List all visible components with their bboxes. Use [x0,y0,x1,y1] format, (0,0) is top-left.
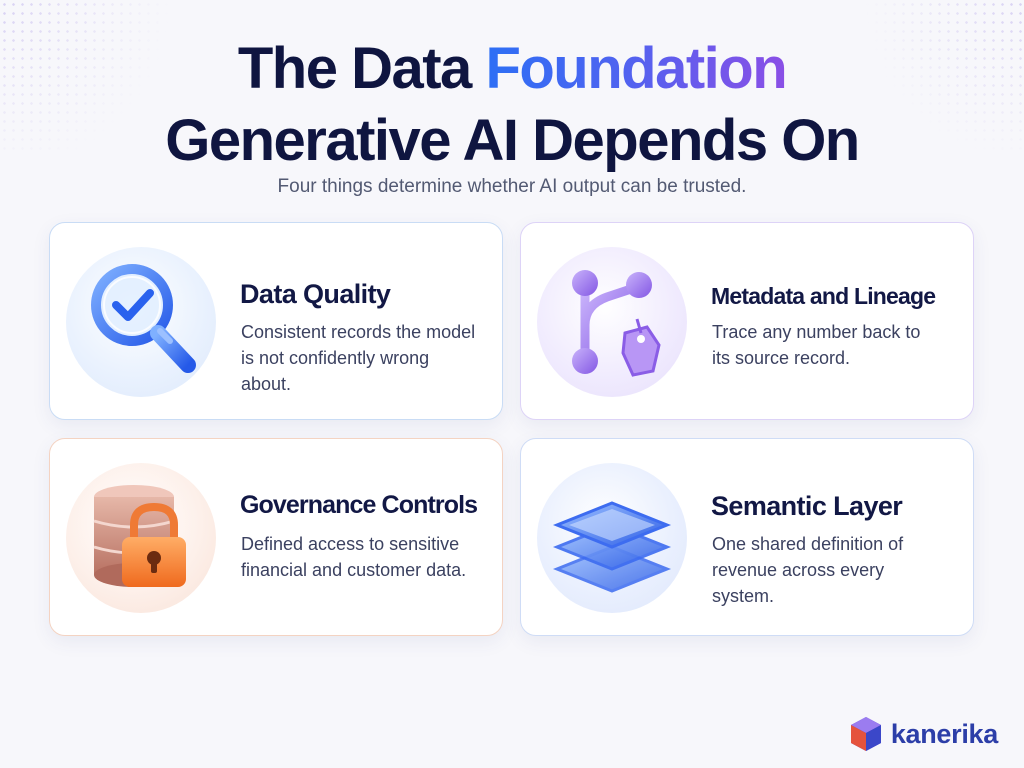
card-semantic-layer: Semantic Layer One shared definition of … [520,438,974,636]
card-title: Governance Controls [240,491,478,519]
card-title: Data Quality [240,279,391,309]
magnifier-check-icon [66,247,216,397]
database-lock-icon [66,463,216,613]
card-description: Consistent records the model is not conf… [241,322,476,394]
kanerika-logo [850,717,881,751]
lineage-tag-icon [537,247,687,397]
card-description: Defined access to sensitive financial an… [241,534,467,580]
card-title: Semantic Layer [711,491,903,521]
card-description: Trace any number back to its source reco… [712,322,921,368]
decorative-dots-right [854,0,1024,150]
page-title-line1: The Data Foundation [0,40,1024,98]
title-prefix: The Data [237,36,486,101]
card-description: One shared definition of revenue across … [712,534,904,606]
card-metadata-lineage: Metadata and Lineage Trace any number ba… [520,222,974,420]
card-data-quality: Data Quality Consistent records the mode… [49,222,503,420]
layers-icon [537,463,687,613]
decorative-dots-left [0,0,170,150]
card-governance-controls: Governance Controls Defined access to se… [49,438,503,636]
title-highlight: Foundation [485,36,787,101]
page-subtitle: Four things determine whether AI output … [277,176,747,197]
card-title: Metadata and Lineage [711,283,936,309]
brand: kanerika [849,716,998,752]
brand-name: kanerika [890,718,998,749]
page-title-line2: Generative AI Depends On [165,108,860,173]
